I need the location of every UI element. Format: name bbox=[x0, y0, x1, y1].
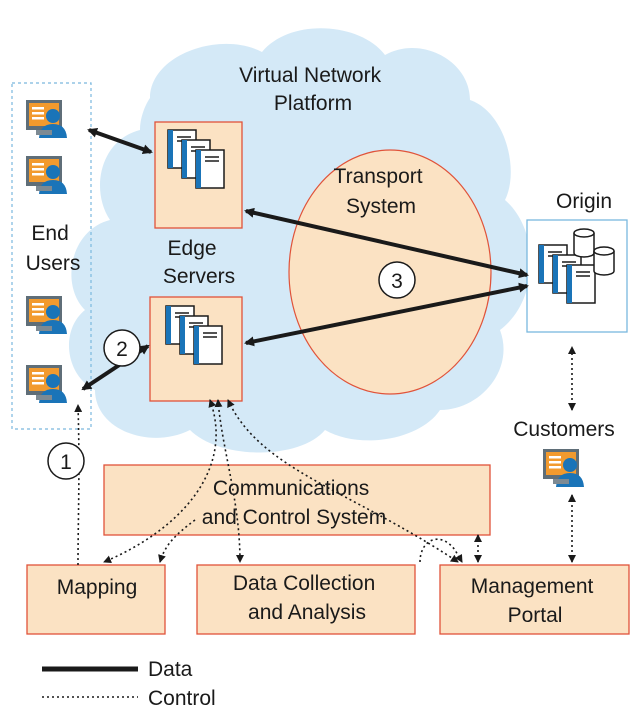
management-portal-box bbox=[439, 564, 630, 635]
data-collection-box bbox=[196, 564, 416, 635]
edge-servers-label: Edge Servers bbox=[163, 237, 235, 288]
data-arrow-edge-top-to-origin bbox=[244, 207, 529, 279]
control-arrow-mapping-to-user bbox=[74, 404, 83, 566]
control-arrow-data-collection-to-portal bbox=[419, 538, 463, 563]
database-icon bbox=[573, 228, 615, 276]
customers-label: Customers bbox=[513, 418, 615, 441]
control-arrow-edge-to-mapping bbox=[103, 399, 217, 563]
cloud-title: Virtual Network Platform bbox=[239, 64, 387, 115]
mapping-label: Mapping bbox=[57, 576, 138, 599]
legend-control-label: Control bbox=[148, 687, 216, 710]
svg-text:3: 3 bbox=[391, 270, 403, 293]
mapping-box bbox=[26, 564, 166, 635]
control-arrow-edge-to-portal bbox=[227, 399, 459, 563]
end-user-monitor-icon-1 bbox=[26, 100, 67, 138]
step-1-badge: 1 bbox=[47, 442, 85, 480]
management-portal-label: Management Portal bbox=[471, 575, 599, 627]
end-user-monitor-icon-4 bbox=[26, 365, 67, 403]
data-arrow-edge-bottom-to-origin bbox=[244, 282, 529, 347]
data-collection-label: Data Collection and Analysis bbox=[233, 572, 381, 624]
end-user-monitor-icon-3 bbox=[26, 296, 67, 334]
end-user-monitor-icon-2 bbox=[26, 156, 67, 194]
svg-text:2: 2 bbox=[116, 338, 128, 361]
svg-text:1: 1 bbox=[60, 451, 72, 474]
step-3-badge: 3 bbox=[378, 261, 416, 299]
end-users-group bbox=[11, 82, 92, 430]
step-2-badge: 2 bbox=[103, 329, 141, 367]
legend-data-label: Data bbox=[148, 658, 193, 681]
legend: Data Control bbox=[42, 658, 216, 710]
customer-monitor-icon bbox=[543, 449, 584, 487]
control-arrow-comms-to-mapping bbox=[158, 519, 196, 563]
origin-label: Origin bbox=[556, 190, 612, 213]
end-users-label: End Users bbox=[26, 222, 81, 275]
data-arrow-user-to-edge-top bbox=[87, 127, 153, 155]
